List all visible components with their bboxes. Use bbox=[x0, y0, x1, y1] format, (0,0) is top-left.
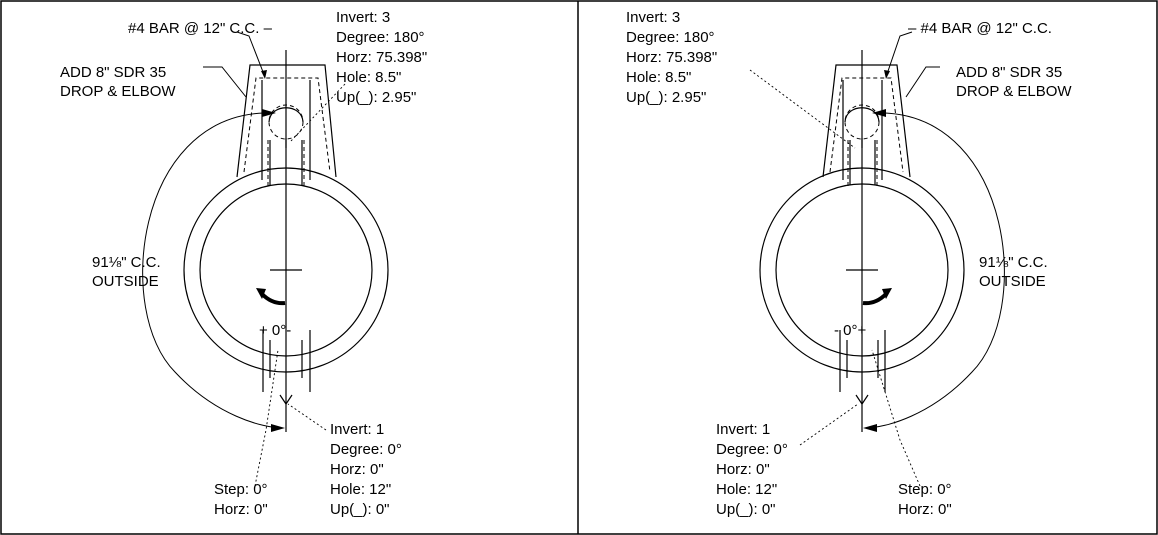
top-up-label: Up(_): 2.95" bbox=[336, 89, 416, 106]
circumference-arc bbox=[864, 112, 1005, 429]
circumference-label-line-2: OUTSIDE bbox=[979, 273, 1046, 290]
rebar-leader bbox=[885, 31, 913, 78]
zero-degree-mark: + 0°- bbox=[259, 322, 291, 339]
drop-note-line-1: ADD 8" SDR 35 bbox=[60, 64, 166, 81]
step-horz-label: Horz: 0" bbox=[214, 501, 268, 518]
zero-degree-mark: - 0°+ bbox=[834, 322, 867, 339]
bottom-invert-leader bbox=[799, 403, 859, 446]
top-horz-label: Horz: 75.398" bbox=[336, 49, 427, 66]
bottom-invert-label: Invert: 1 bbox=[716, 421, 770, 438]
rebar-note: #4 BAR @ 12" C.C. – bbox=[128, 20, 273, 37]
top-horz-label: Horz: 75.398" bbox=[626, 49, 717, 66]
step-horz-label: Horz: 0" bbox=[898, 501, 952, 518]
drop-note-line-2: DROP & ELBOW bbox=[956, 83, 1072, 100]
top-hole-label: Hole: 8.5" bbox=[336, 69, 401, 86]
bottom-invert-leader bbox=[287, 403, 327, 431]
step-label: Step: 0° bbox=[898, 481, 952, 498]
top-degree-label: Degree: 180° bbox=[626, 29, 715, 46]
bottom-hole-label: Hole: 12" bbox=[716, 481, 777, 498]
circumference-label-line-2: OUTSIDE bbox=[92, 273, 159, 290]
top-hole-label: Hole: 8.5" bbox=[626, 69, 691, 86]
top-invert-label: Invert: 3 bbox=[336, 9, 390, 26]
rotation-arrow-icon bbox=[260, 292, 286, 306]
right-panel: – #4 BAR @ 12" C.C. ADD 8" SDR 35 DROP &… bbox=[626, 9, 1072, 518]
drop-structure bbox=[822, 64, 911, 188]
rebar-leader bbox=[236, 31, 266, 78]
drop-leader bbox=[905, 66, 940, 98]
step-label: Step: 0° bbox=[214, 481, 268, 498]
bottom-degree-label: Degree: 0° bbox=[716, 441, 788, 458]
top-up-label: Up(_): 2.95" bbox=[626, 89, 706, 106]
circumference-label-line-1: 91⅛" C.C. bbox=[92, 254, 161, 271]
drop-leader bbox=[203, 66, 247, 98]
bottom-up-label: Up(_): 0" bbox=[330, 501, 390, 518]
bottom-up-label: Up(_): 0" bbox=[716, 501, 776, 518]
bottom-degree-label: Degree: 0° bbox=[330, 441, 402, 458]
step-leader bbox=[871, 349, 921, 487]
bottom-hole-label: Hole: 12" bbox=[330, 481, 391, 498]
top-degree-label: Degree: 180° bbox=[336, 29, 425, 46]
drop-note-line-2: DROP & ELBOW bbox=[60, 83, 176, 100]
left-panel: #4 BAR @ 12" C.C. – ADD 8" SDR 35 DROP &… bbox=[60, 9, 427, 518]
rebar-note: – #4 BAR @ 12" C.C. bbox=[908, 20, 1052, 37]
drop-note-line-1: ADD 8" SDR 35 bbox=[956, 64, 1062, 81]
step-leader bbox=[254, 349, 279, 487]
top-invert-leader bbox=[749, 69, 856, 149]
bottom-invert-label: Invert: 1 bbox=[330, 421, 384, 438]
circumference-label-line-1: 91⅛" C.C. bbox=[979, 254, 1048, 271]
top-invert-label: Invert: 3 bbox=[626, 9, 680, 26]
circumference-arc bbox=[142, 112, 284, 429]
bottom-horz-label: Horz: 0" bbox=[716, 461, 770, 478]
bottom-horz-label: Horz: 0" bbox=[330, 461, 384, 478]
rotation-arrow-icon bbox=[862, 292, 888, 306]
